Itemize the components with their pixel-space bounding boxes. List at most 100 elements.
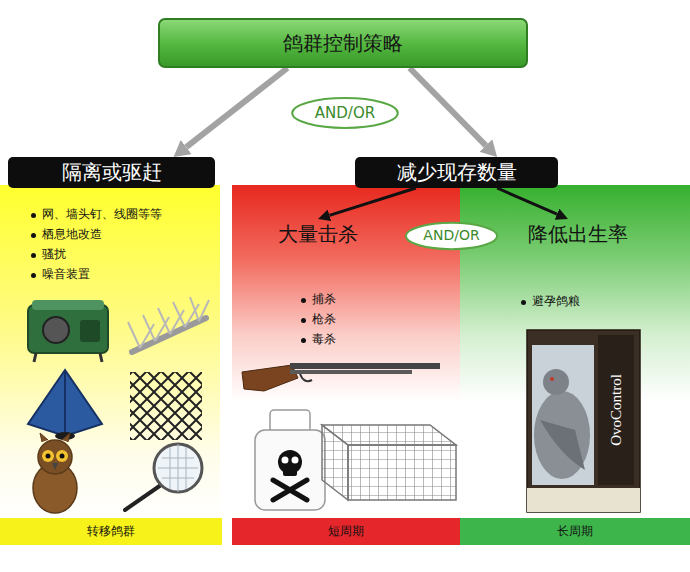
node-label: 长周期 xyxy=(557,524,593,539)
net-handle xyxy=(125,485,161,510)
skull-jaw xyxy=(283,468,297,476)
bullet-item: 毒杀 xyxy=(300,332,336,347)
text-slot: 栖息地改造 xyxy=(30,223,102,242)
gun-stock xyxy=(242,365,298,391)
category-header: 减少现存数量 xyxy=(355,157,558,188)
duration-bar: 短周期 xyxy=(232,518,460,545)
cover-ridge xyxy=(64,370,66,436)
bird-spikes xyxy=(128,297,209,352)
node-label: 鸽群控制策略 xyxy=(283,31,403,56)
connector-group xyxy=(186,68,557,215)
bullet-item: 避孕鸽粮 xyxy=(520,294,580,309)
cage-trap xyxy=(322,425,456,500)
strategy-box: 鸽群控制策略 xyxy=(158,18,528,68)
text-slot: 降低出生率 xyxy=(528,222,628,247)
text-slot: 大量击杀 xyxy=(278,222,358,247)
gun-trigger xyxy=(300,374,312,381)
skull-eye xyxy=(292,457,299,464)
net-hoop xyxy=(154,444,202,492)
duration-bar: 转移鸽群 xyxy=(0,518,222,545)
operator-text: AND/OR xyxy=(423,227,479,245)
bullet-item: 网、墙头钉、线圈等等 xyxy=(30,207,162,222)
cage-top xyxy=(322,425,456,445)
text-slot: 捕杀 xyxy=(300,288,336,307)
method-panel: 网、墙头钉、线圈等等栖息地改造骚扰噪音装置 xyxy=(0,185,220,518)
node-label: 转移鸽群 xyxy=(87,524,135,539)
ellipse-shape xyxy=(292,98,398,128)
bottle-cap xyxy=(270,410,310,432)
text-slot: 网、墙头钉、线圈等等 xyxy=(30,203,162,222)
skull xyxy=(278,450,302,474)
hand-net xyxy=(125,444,202,510)
cover-body xyxy=(28,370,102,436)
bag-photo xyxy=(532,345,594,485)
pigeon-eye xyxy=(550,377,554,381)
panel-heading: 降低出生率 xyxy=(528,222,628,247)
cover-base xyxy=(55,432,75,440)
owl-eye xyxy=(42,450,54,462)
black-arrow xyxy=(497,188,557,214)
spike-base xyxy=(132,318,206,352)
shotgun xyxy=(242,363,440,391)
owl-pupil xyxy=(46,454,51,459)
pigeon-wing xyxy=(540,420,585,470)
bag-body xyxy=(527,330,640,512)
noise-device xyxy=(28,300,108,362)
bullet-item: 噪音装置 xyxy=(30,267,90,282)
bullet-item: 栖息地改造 xyxy=(30,227,102,242)
black-arrow xyxy=(329,188,415,215)
device-panel xyxy=(80,320,100,342)
crossbones xyxy=(273,480,307,500)
feed-bag xyxy=(527,330,640,512)
bullet-item: 枪杀 xyxy=(300,312,336,327)
pigeon-body xyxy=(534,391,590,479)
skull-eye xyxy=(282,457,289,464)
net-panel xyxy=(130,372,202,440)
text-slot: 骚扰 xyxy=(30,243,66,262)
cage-front xyxy=(348,445,456,500)
roost-cover xyxy=(28,370,102,440)
device-body xyxy=(28,305,108,353)
bird-net xyxy=(130,372,202,440)
panel-heading: 大量击杀 xyxy=(278,222,358,247)
owl-eye xyxy=(56,450,68,462)
bag-bottom xyxy=(527,488,640,512)
gray-arrow xyxy=(410,68,486,146)
gray-arrow xyxy=(186,68,287,147)
device-legs xyxy=(34,353,102,362)
category-header: 隔离或驱赶 xyxy=(8,157,215,188)
text-slot: 避孕鸽粮 xyxy=(520,290,580,309)
operator-ellipse: AND/OR xyxy=(404,221,499,251)
hoop-mesh xyxy=(158,444,198,492)
ellipse-shape xyxy=(406,223,497,249)
text-slot: 枪杀 xyxy=(300,308,336,327)
bag-strip xyxy=(598,335,634,485)
operator-text: AND/OR xyxy=(315,104,375,123)
label-slot: OvoControl xyxy=(606,374,626,446)
bullet-item: 骚扰 xyxy=(30,247,66,262)
device-speaker xyxy=(43,317,69,343)
cage-side xyxy=(322,425,348,500)
text-slot: 噪音装置 xyxy=(30,263,90,282)
owl-beak xyxy=(52,463,58,470)
owl-head xyxy=(38,440,72,474)
brand-label: OvoControl xyxy=(607,374,626,446)
bottle-body xyxy=(255,430,325,510)
device-top xyxy=(32,300,104,310)
gun-barrel xyxy=(290,370,412,374)
owl-body xyxy=(33,463,77,513)
gun-barrel xyxy=(290,363,440,369)
node-label: 隔离或驱赶 xyxy=(62,160,162,185)
bullet-item: 捕杀 xyxy=(300,292,336,307)
decoy-owl xyxy=(33,433,77,513)
owl-pupil xyxy=(60,454,65,459)
node-label: 短周期 xyxy=(328,524,364,539)
text-slot: 毒杀 xyxy=(300,328,336,347)
node-label: 减少现存数量 xyxy=(397,160,517,185)
operator-ellipse: AND/OR xyxy=(290,96,400,130)
owl-ears xyxy=(40,433,70,442)
